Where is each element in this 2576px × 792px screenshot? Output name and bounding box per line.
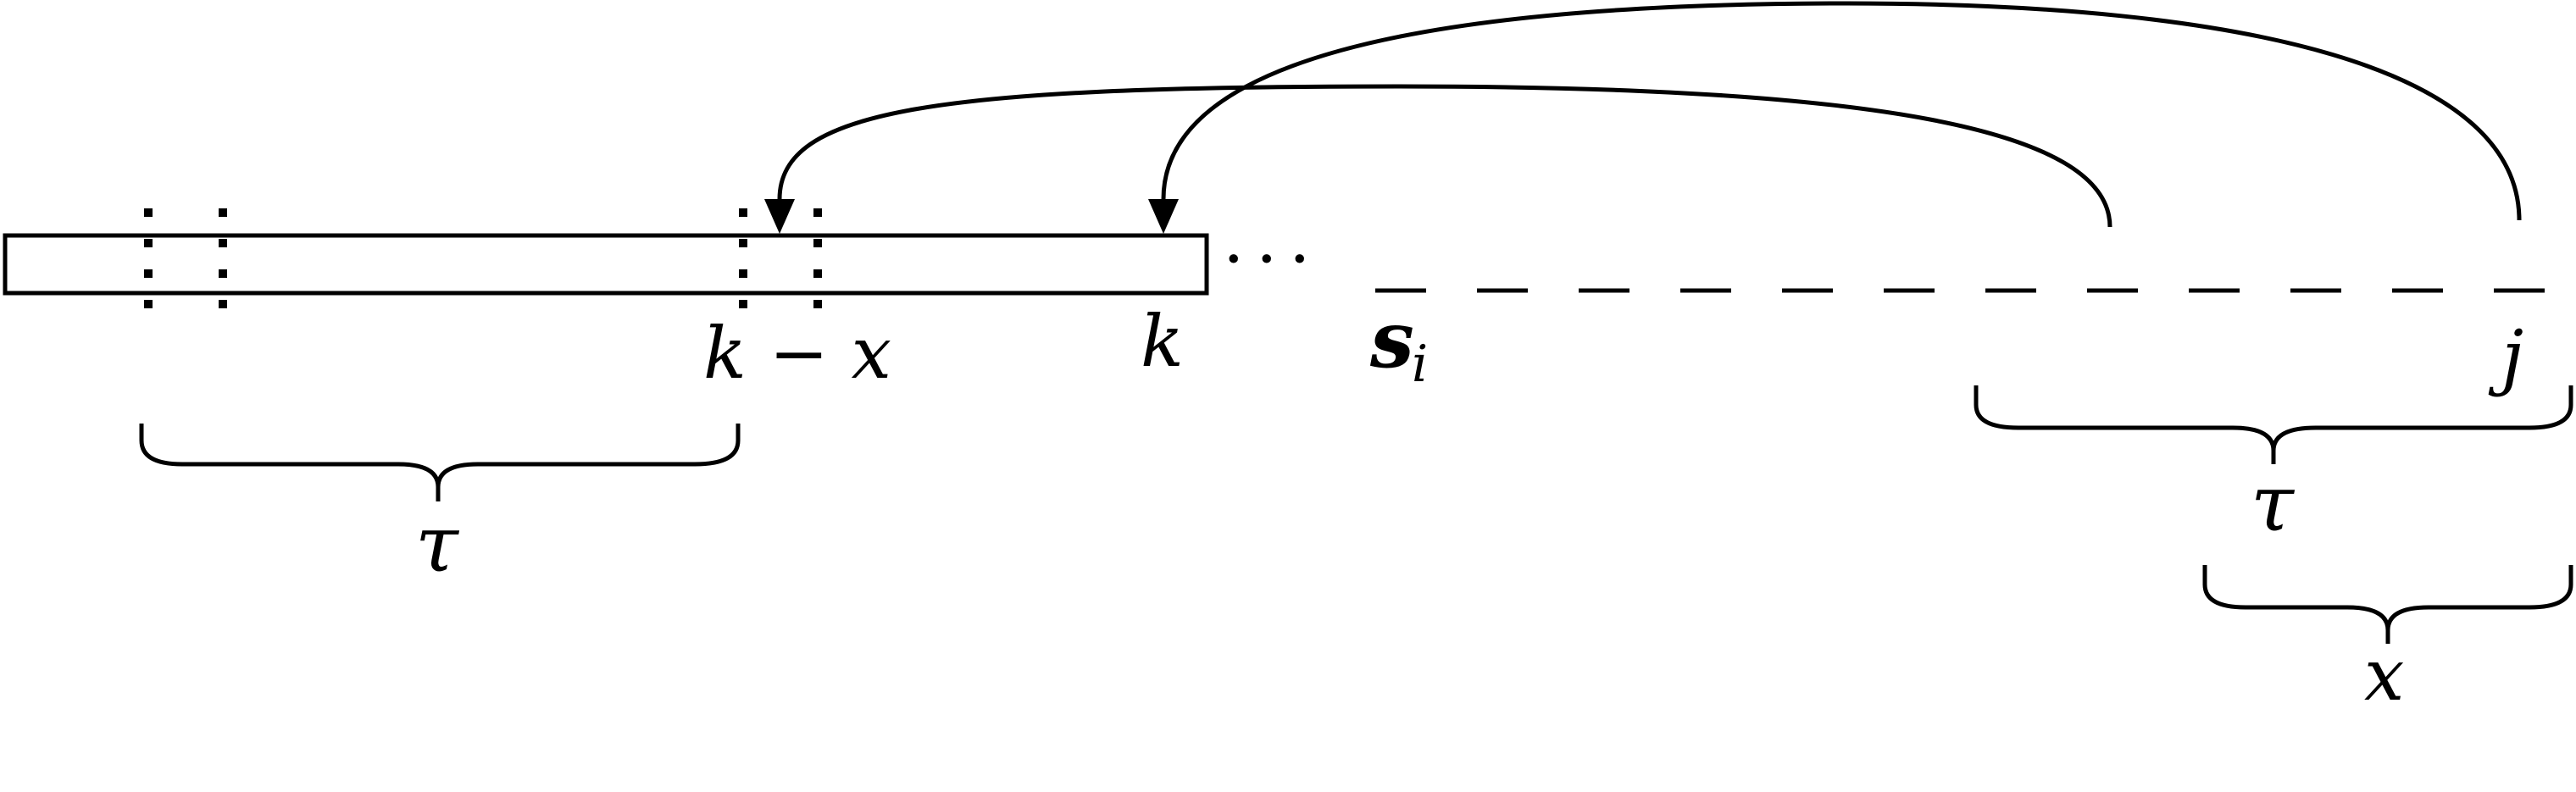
arc-to-k xyxy=(1161,1,2522,221)
brace-left-tau xyxy=(139,424,741,501)
arrowhead-k xyxy=(1148,199,1179,234)
label-s: s xyxy=(1369,294,1414,385)
label-k-minus-x: k − x xyxy=(703,312,891,395)
string-block xyxy=(3,233,1209,296)
ellipsis-dots: · · · xyxy=(1225,231,1307,287)
arc-to-k-minus-x xyxy=(777,84,2112,228)
label-x-brace: x xyxy=(2364,634,2404,717)
brace-right-tau xyxy=(1974,385,2573,464)
arrowhead-k-minus-x xyxy=(764,199,795,234)
label-tau-left: τ xyxy=(415,499,460,590)
label-j: j xyxy=(2488,315,2523,398)
label-tau-right: τ xyxy=(2251,458,2296,549)
brace-right-x xyxy=(2202,565,2573,644)
label-k: k xyxy=(1141,300,1184,383)
label-s-subscript: i xyxy=(1412,335,1428,394)
